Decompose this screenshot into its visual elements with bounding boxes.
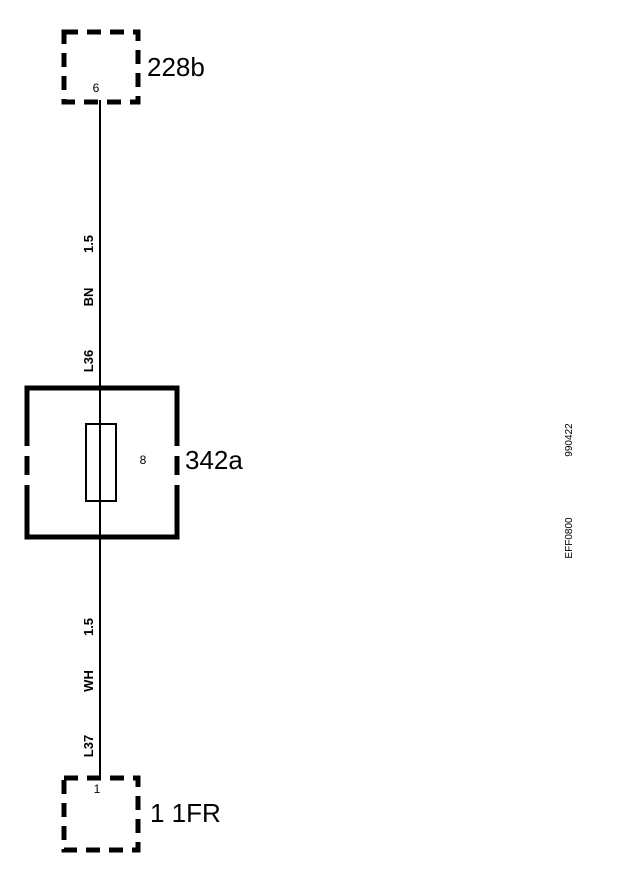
- connector-228b-box: [61, 29, 141, 105]
- lower-wire-size: 1.5: [81, 618, 96, 636]
- upper-wire-size: 1.5: [81, 235, 96, 253]
- reference-number: 990422: [564, 423, 575, 457]
- lower-wire-labels: 1.5 WH L37: [81, 618, 96, 757]
- fuse-342a-pin: 8: [140, 453, 147, 467]
- connector-228b-label: 228b: [147, 52, 205, 82]
- upper-wire-color: BN: [81, 288, 96, 307]
- connector-11fr-label: 1 1FR: [150, 798, 221, 828]
- connector-11fr: 1 1 1FR: [61, 775, 221, 853]
- lower-wire-color: WH: [81, 670, 96, 692]
- connector-228b-pin: 6: [93, 81, 100, 95]
- upper-wire-labels: 1.5 BN L36: [81, 235, 96, 372]
- fuse-342a-label: 342a: [185, 445, 243, 475]
- lower-wire-code: L37: [81, 735, 96, 757]
- fuse-342a-box: [24, 385, 180, 540]
- connector-11fr-pin: 1: [94, 782, 101, 796]
- fuse-342a: 8 342a: [22, 385, 243, 540]
- reference-code: EFF0800: [564, 517, 575, 559]
- connector-228b: 6 228b: [61, 29, 205, 105]
- upper-wire-code: L36: [81, 350, 96, 372]
- connector-11fr-box: [61, 775, 141, 853]
